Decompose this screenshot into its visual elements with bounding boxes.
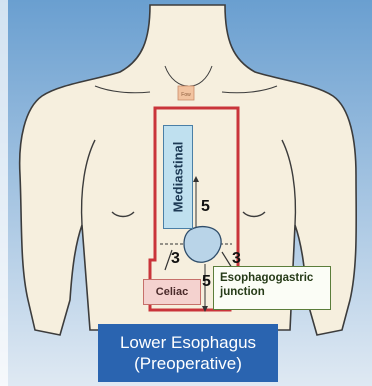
- esophagogastric-junction-box: Esophagogastric junction: [213, 266, 331, 310]
- title-banner: Lower Esophagus (Preoperative): [98, 324, 278, 382]
- esophagogastric-junction-label-line2: junction: [220, 285, 324, 299]
- distance-label-upper: 5: [201, 198, 210, 216]
- banner-line2: (Preoperative): [98, 353, 278, 374]
- mediastinal-box: Mediastinal: [163, 125, 193, 229]
- celiac-label: Celiac: [156, 286, 188, 298]
- distance-label-lower: 5: [202, 273, 211, 291]
- distance-label-left: 3: [171, 250, 180, 268]
- celiac-box: Celiac: [143, 279, 201, 305]
- mediastinal-label: Mediastinal: [171, 142, 186, 213]
- esophagogastric-junction-label-line1: Esophagogastric: [220, 271, 324, 285]
- banner-line1: Lower Esophagus: [98, 332, 278, 353]
- top-tag-label: Fow: [178, 90, 194, 100]
